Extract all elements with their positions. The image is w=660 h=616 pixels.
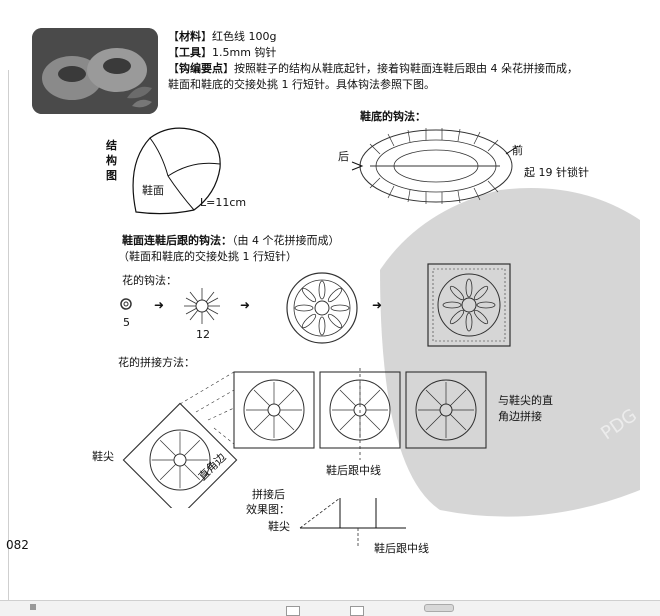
material-line: 【材料】红色线 100g <box>168 30 277 43</box>
sole-back-label: 后 <box>338 150 349 163</box>
key-points-text-1: 按照鞋子的结构从鞋底起针，接着钩鞋面连鞋后跟由 4 朵花拼接而成， <box>234 62 578 75</box>
arrow-icon: ➜ <box>240 298 251 312</box>
flower-step-4-diagram <box>427 263 511 347</box>
joining-right-note-1: 与鞋尖的直 <box>498 394 553 407</box>
joining-title: 花的拼接方法： <box>118 356 195 369</box>
flower-step-1-count: 5 <box>123 316 130 329</box>
tool-line: 【工具】1.5mm 钩针 <box>168 46 277 59</box>
viewer-bottom-bar <box>0 600 660 616</box>
flower-step-3-diagram <box>286 272 358 344</box>
key-points-text-2: 鞋面和鞋底的交接处挑 1 行短针。具体钩法参照下图。 <box>168 78 435 91</box>
flower-step-2-count: 12 <box>196 328 210 341</box>
effect-toe-label: 鞋尖 <box>268 520 290 533</box>
arrow-icon: ➜ <box>154 298 165 312</box>
flower-step-1-diagram <box>120 298 132 310</box>
structure-upper-label: 鞋面 <box>142 184 164 197</box>
horizontal-scrollbar-thumb[interactable] <box>424 604 454 612</box>
page-edge-rule <box>8 70 9 610</box>
flower-step-2-diagram <box>184 288 220 324</box>
joining-heel-center-label: 鞋后跟中线 <box>326 464 381 477</box>
upper-method-title-bold: 鞋面连鞋后跟的钩法： <box>122 234 232 247</box>
watermark-text: PDG <box>597 404 641 445</box>
sole-front-label: 前 <box>512 144 523 157</box>
effect-heel-center-label: 鞋后跟中线 <box>374 542 429 555</box>
scroll-left-icon[interactable] <box>30 604 36 610</box>
sole-chart <box>351 128 519 204</box>
upper-method-subnote: （鞋面和鞋底的交接处挑 1 行短针） <box>118 250 297 263</box>
effect-diagram <box>299 497 406 546</box>
effect-title-2: 效果图： <box>246 503 290 516</box>
structure-length-label: L=11cm <box>200 196 247 209</box>
upper-method-title-note: （由 4 个花拼接而成） <box>232 234 340 247</box>
sole-title: 鞋底的钩法： <box>360 110 426 123</box>
page-number: 082 <box>6 538 29 552</box>
key-points-label: 钩编要点 <box>179 62 223 75</box>
joining-right-note-2: 角边拼接 <box>498 410 542 423</box>
material-value: 红色线 100g <box>212 30 277 43</box>
upper-method-title: 鞋面连鞋后跟的钩法：（由 4 个花拼接而成） <box>122 234 340 248</box>
tool-value: 1.5mm 钩针 <box>212 46 277 59</box>
structure-diagram <box>132 127 221 215</box>
material-label: 材料 <box>179 30 201 43</box>
key-points-line: 【钩编要点】按照鞋子的结构从鞋底起针，接着钩鞋面连鞋后跟由 4 朵花拼接而成， <box>168 62 578 75</box>
joining-diagram <box>122 368 487 508</box>
structure-title: 结构图 <box>106 139 117 182</box>
flower-title: 花的钩法： <box>122 274 177 287</box>
tool-label: 工具 <box>179 46 201 59</box>
effect-title-1: 拼接后 <box>252 488 285 501</box>
arrow-icon: ➜ <box>372 298 383 312</box>
joining-toe-label: 鞋尖 <box>92 450 114 463</box>
slipper-photo <box>32 28 158 114</box>
sole-start-label: 起 19 针锁针 <box>524 166 589 179</box>
